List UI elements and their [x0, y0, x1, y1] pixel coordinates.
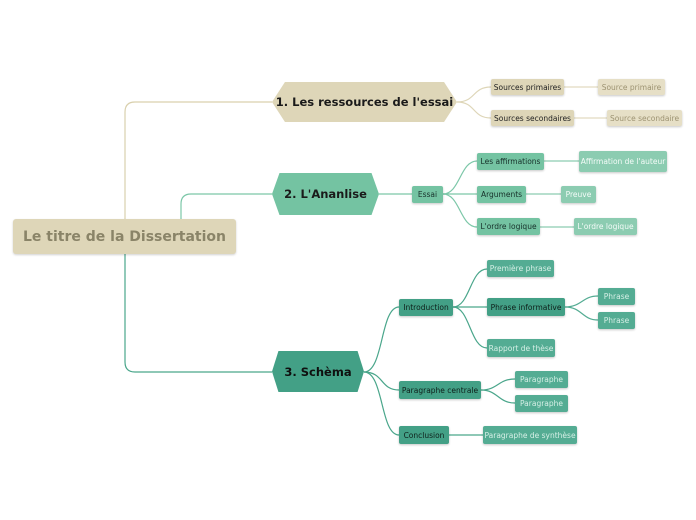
node-introduction[interactable]: Introduction: [399, 299, 453, 316]
section-resources[interactable]: 1. Les ressources de l'essai: [272, 82, 457, 122]
node-primary-sources[interactable]: Sources primaires: [491, 79, 564, 95]
node-phrase-a[interactable]: Phrase: [598, 288, 635, 305]
node-proof[interactable]: Preuve: [561, 186, 596, 203]
node-primary-source[interactable]: Source primaire: [598, 79, 665, 95]
node-secondary-sources[interactable]: Sources secondaires: [491, 110, 574, 126]
node-essay[interactable]: Essai: [412, 186, 443, 203]
node-conclusion[interactable]: Conclusion: [399, 426, 449, 444]
node-logical-order[interactable]: L'ordre logique: [477, 218, 540, 235]
node-thesis-statement[interactable]: Rapport de thèse: [487, 339, 555, 357]
node-paragraph-a[interactable]: Paragraphe: [515, 371, 568, 388]
node-author-claim[interactable]: Affirmation de l'auteur: [579, 151, 667, 172]
root-topic[interactable]: Le titre de la Dissertation: [13, 219, 236, 254]
node-first-sentence[interactable]: Première phrase: [487, 260, 554, 277]
node-phrase-b[interactable]: Phrase: [598, 312, 635, 329]
node-claims[interactable]: Les affirmations: [477, 153, 544, 170]
node-logical-order-detail[interactable]: L'ordre logique: [574, 218, 637, 235]
node-synthesis-paragraph[interactable]: Paragraphe de synthèse: [483, 426, 577, 444]
section-outline[interactable]: 3. Schèma: [272, 351, 364, 392]
node-paragraph-b[interactable]: Paragraphe: [515, 395, 568, 412]
section-analysis[interactable]: 2. L'Ananlise: [272, 173, 379, 215]
node-informative-sentence[interactable]: Phrase informative: [487, 298, 565, 316]
node-secondary-source[interactable]: Source secondaire: [607, 110, 682, 126]
node-central-paragraph[interactable]: Paragraphe centrale: [399, 381, 481, 399]
node-arguments[interactable]: Arguments: [477, 186, 526, 203]
